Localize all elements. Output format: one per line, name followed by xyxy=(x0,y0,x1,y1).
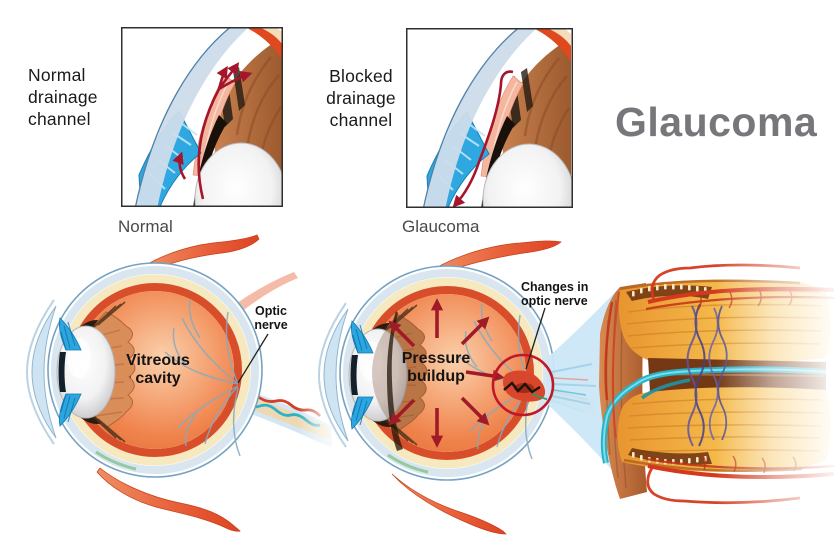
label-changes-optic-nerve: Changes in optic nerve xyxy=(521,280,589,308)
caption-glaucoma: Glaucoma xyxy=(402,217,480,236)
inset-border xyxy=(406,28,573,208)
inset-normal-drainage xyxy=(121,27,283,207)
damaged-optic-disc xyxy=(503,370,559,404)
label-vitreous-cavity: Vitreous cavity xyxy=(126,352,190,387)
heading-blocked-drainage: Blocked drainage channel xyxy=(326,66,396,130)
inset-border xyxy=(121,27,283,207)
superior-muscle xyxy=(431,240,562,275)
changes-pointer-line xyxy=(525,307,546,370)
optic-nerve-magnified xyxy=(599,260,840,518)
heading-normal-drainage: Normal drainage channel xyxy=(28,65,98,129)
superior-muscle xyxy=(143,234,260,272)
inferior-muscle xyxy=(391,473,507,535)
pressure-arrows xyxy=(388,298,505,448)
blocked-flow-arrow xyxy=(452,70,514,207)
inferior-muscle xyxy=(96,467,241,532)
page-title: Glaucoma xyxy=(615,99,818,145)
cone-fiber-streaks xyxy=(551,363,597,405)
aqueous-flow-arrows xyxy=(172,62,253,200)
label-optic-nerve: Optic nerve xyxy=(254,304,288,332)
caption-normal: Normal xyxy=(118,217,173,236)
label-pressure-buildup: Pressure buildup xyxy=(401,350,471,385)
tendon xyxy=(230,272,298,316)
right-fade xyxy=(716,260,840,518)
optic-nerve-pointer-line xyxy=(237,333,269,384)
inset-blocked-drainage xyxy=(406,28,573,208)
nerve-damage-highlight-circle xyxy=(491,353,555,417)
eye-cross-section-normal xyxy=(27,234,340,532)
